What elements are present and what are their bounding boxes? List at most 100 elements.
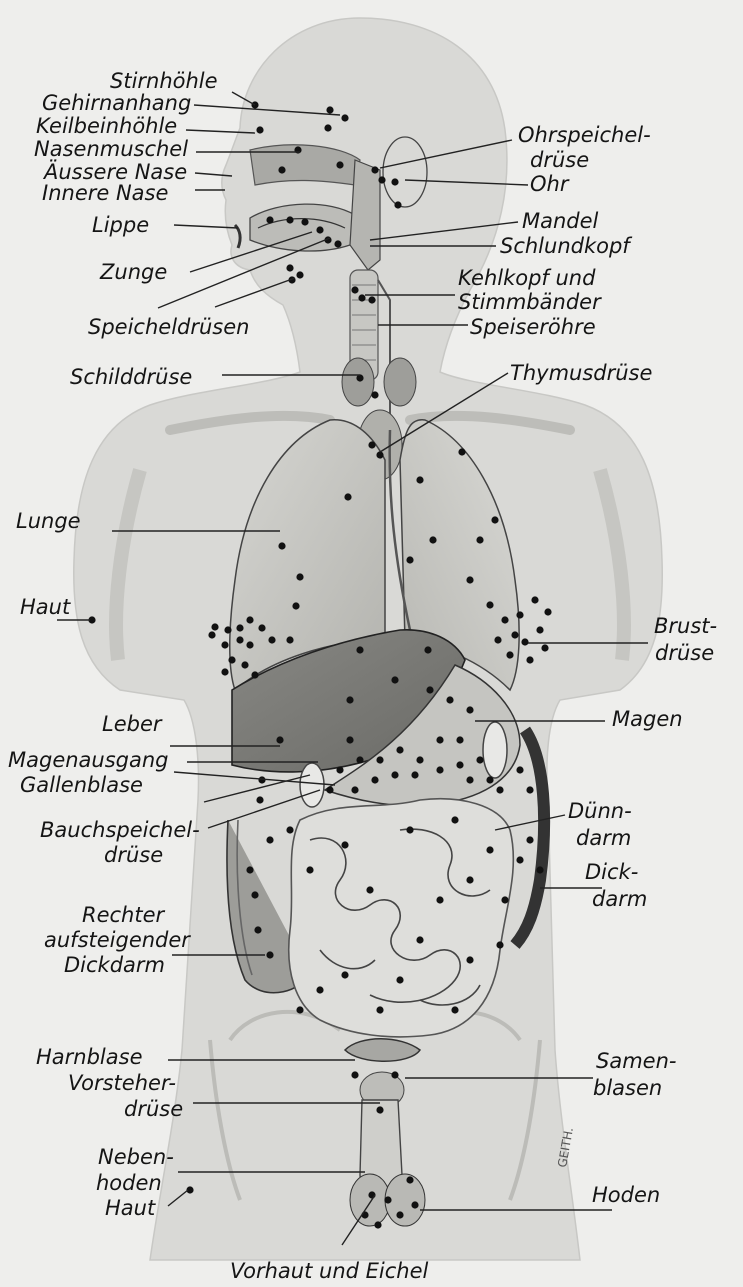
lymph-dot: [396, 976, 403, 983]
label-ohr: Ohr: [530, 172, 570, 196]
lymph-dot: [254, 926, 261, 933]
lymph-dot: [208, 631, 215, 638]
label-hoden: Hoden: [592, 1183, 660, 1207]
lymph-dot: [496, 941, 503, 948]
lymph-dot: [278, 166, 285, 173]
lymph-dot: [228, 656, 235, 663]
label-schilddruese: Schilddrüse: [70, 365, 192, 389]
label-rechter-2: aufsteigender: [44, 928, 191, 952]
lymph-dot: [526, 786, 533, 793]
label-dick-1: Dick-: [585, 860, 638, 884]
lymph-dot: [406, 826, 413, 833]
lymph-dot: [406, 1176, 413, 1183]
lymph-dot: [376, 451, 383, 458]
lymph-dot: [466, 876, 473, 883]
lymph-dot: [436, 766, 443, 773]
label-zunge: Zunge: [99, 260, 167, 284]
label-kehlkopf-1: Kehlkopf und: [458, 266, 596, 290]
lymph-dot: [368, 296, 375, 303]
label-speicheldruesen: Speicheldrüsen: [88, 315, 249, 339]
lymph-dot: [224, 626, 231, 633]
lymph-dot: [306, 866, 313, 873]
label-dick-2: darm: [592, 887, 647, 911]
lymph-dot: [391, 676, 398, 683]
lymph-dot: [266, 951, 273, 958]
label-innere-nase: Innere Nase: [42, 181, 168, 205]
lymph-dot: [266, 216, 273, 223]
lymph-dot: [466, 956, 473, 963]
label-kehlkopf-2: Stimmbänder: [458, 290, 602, 314]
lymph-dot: [429, 536, 436, 543]
lymph-dot: [326, 106, 333, 113]
lymph-dot: [451, 1006, 458, 1013]
lymph-dot: [374, 1221, 381, 1228]
lymph-dot: [456, 736, 463, 743]
lymph-dot: [416, 936, 423, 943]
lymph-dot: [316, 226, 323, 233]
lymph-dot: [516, 611, 523, 618]
lymph-dot: [501, 896, 508, 903]
label-vorhaut: Vorhaut und Eichel: [230, 1259, 429, 1283]
lymph-dot: [371, 166, 378, 173]
lymph-dot: [424, 646, 431, 653]
lymph-dot: [286, 826, 293, 833]
lymph-dot: [296, 1006, 303, 1013]
lymph-dot: [536, 626, 543, 633]
lymph-dot: [466, 706, 473, 713]
label-mandel: Mandel: [522, 209, 599, 233]
lymph-dot: [426, 686, 433, 693]
lymph-dot: [241, 661, 248, 668]
lymph-dot: [411, 1201, 418, 1208]
lymph-dot: [451, 816, 458, 823]
lymph-dot: [436, 896, 443, 903]
label-brust-2: drüse: [655, 641, 714, 665]
label-neben-2: hoden: [96, 1171, 162, 1195]
lymph-dot: [371, 776, 378, 783]
label-rechter-3: Dickdarm: [64, 953, 165, 977]
lymph-dot: [286, 636, 293, 643]
lymph-dot: [456, 761, 463, 768]
lymph-dot: [394, 201, 401, 208]
lymph-dot: [341, 971, 348, 978]
lymph-dot: [526, 656, 533, 663]
lymph-dot: [416, 476, 423, 483]
lymph-dot: [334, 240, 341, 247]
lymph-dot: [391, 1071, 398, 1078]
lymph-dot: [296, 573, 303, 580]
lymph-dot: [494, 636, 501, 643]
lymph-dot: [351, 1071, 358, 1078]
label-samen-2: blasen: [593, 1076, 662, 1100]
lymph-dot: [341, 841, 348, 848]
lymph-dot: [376, 1006, 383, 1013]
label-schlundkopf: Schlundkopf: [500, 234, 633, 258]
lymph-dot: [256, 126, 263, 133]
lymph-dot: [236, 624, 243, 631]
label-gehirnanhang: Gehirnanhang: [42, 91, 191, 115]
lymph-dot: [251, 671, 258, 678]
lymph-dot: [356, 756, 363, 763]
lymph-dot: [466, 576, 473, 583]
lymph-dot: [516, 766, 523, 773]
label-haut-leg: Haut: [105, 1196, 156, 1220]
label-leber: Leber: [102, 712, 163, 736]
label-haut-arm: Haut: [20, 595, 71, 619]
lymph-dot: [411, 771, 418, 778]
lymph-dot: [501, 616, 508, 623]
lymph-dot: [506, 651, 513, 658]
label-lippe: Lippe: [92, 213, 149, 237]
label-rechter-1: Rechter: [82, 903, 166, 927]
lymph-dot: [391, 771, 398, 778]
lymph-dot: [496, 786, 503, 793]
label-ohrspeichel-2: drüse: [530, 148, 589, 172]
lymph-dot: [351, 786, 358, 793]
lymph-dot: [544, 608, 551, 615]
lymph-dot: [221, 641, 228, 648]
lymph-dot: [292, 602, 299, 609]
lymph-dot: [476, 536, 483, 543]
lymph-dot: [384, 1196, 391, 1203]
lymph-dot: [486, 846, 493, 853]
lymph-dot: [486, 776, 493, 783]
label-speiseroehre: Speiseröhre: [470, 315, 596, 339]
lymph-dot: [256, 796, 263, 803]
